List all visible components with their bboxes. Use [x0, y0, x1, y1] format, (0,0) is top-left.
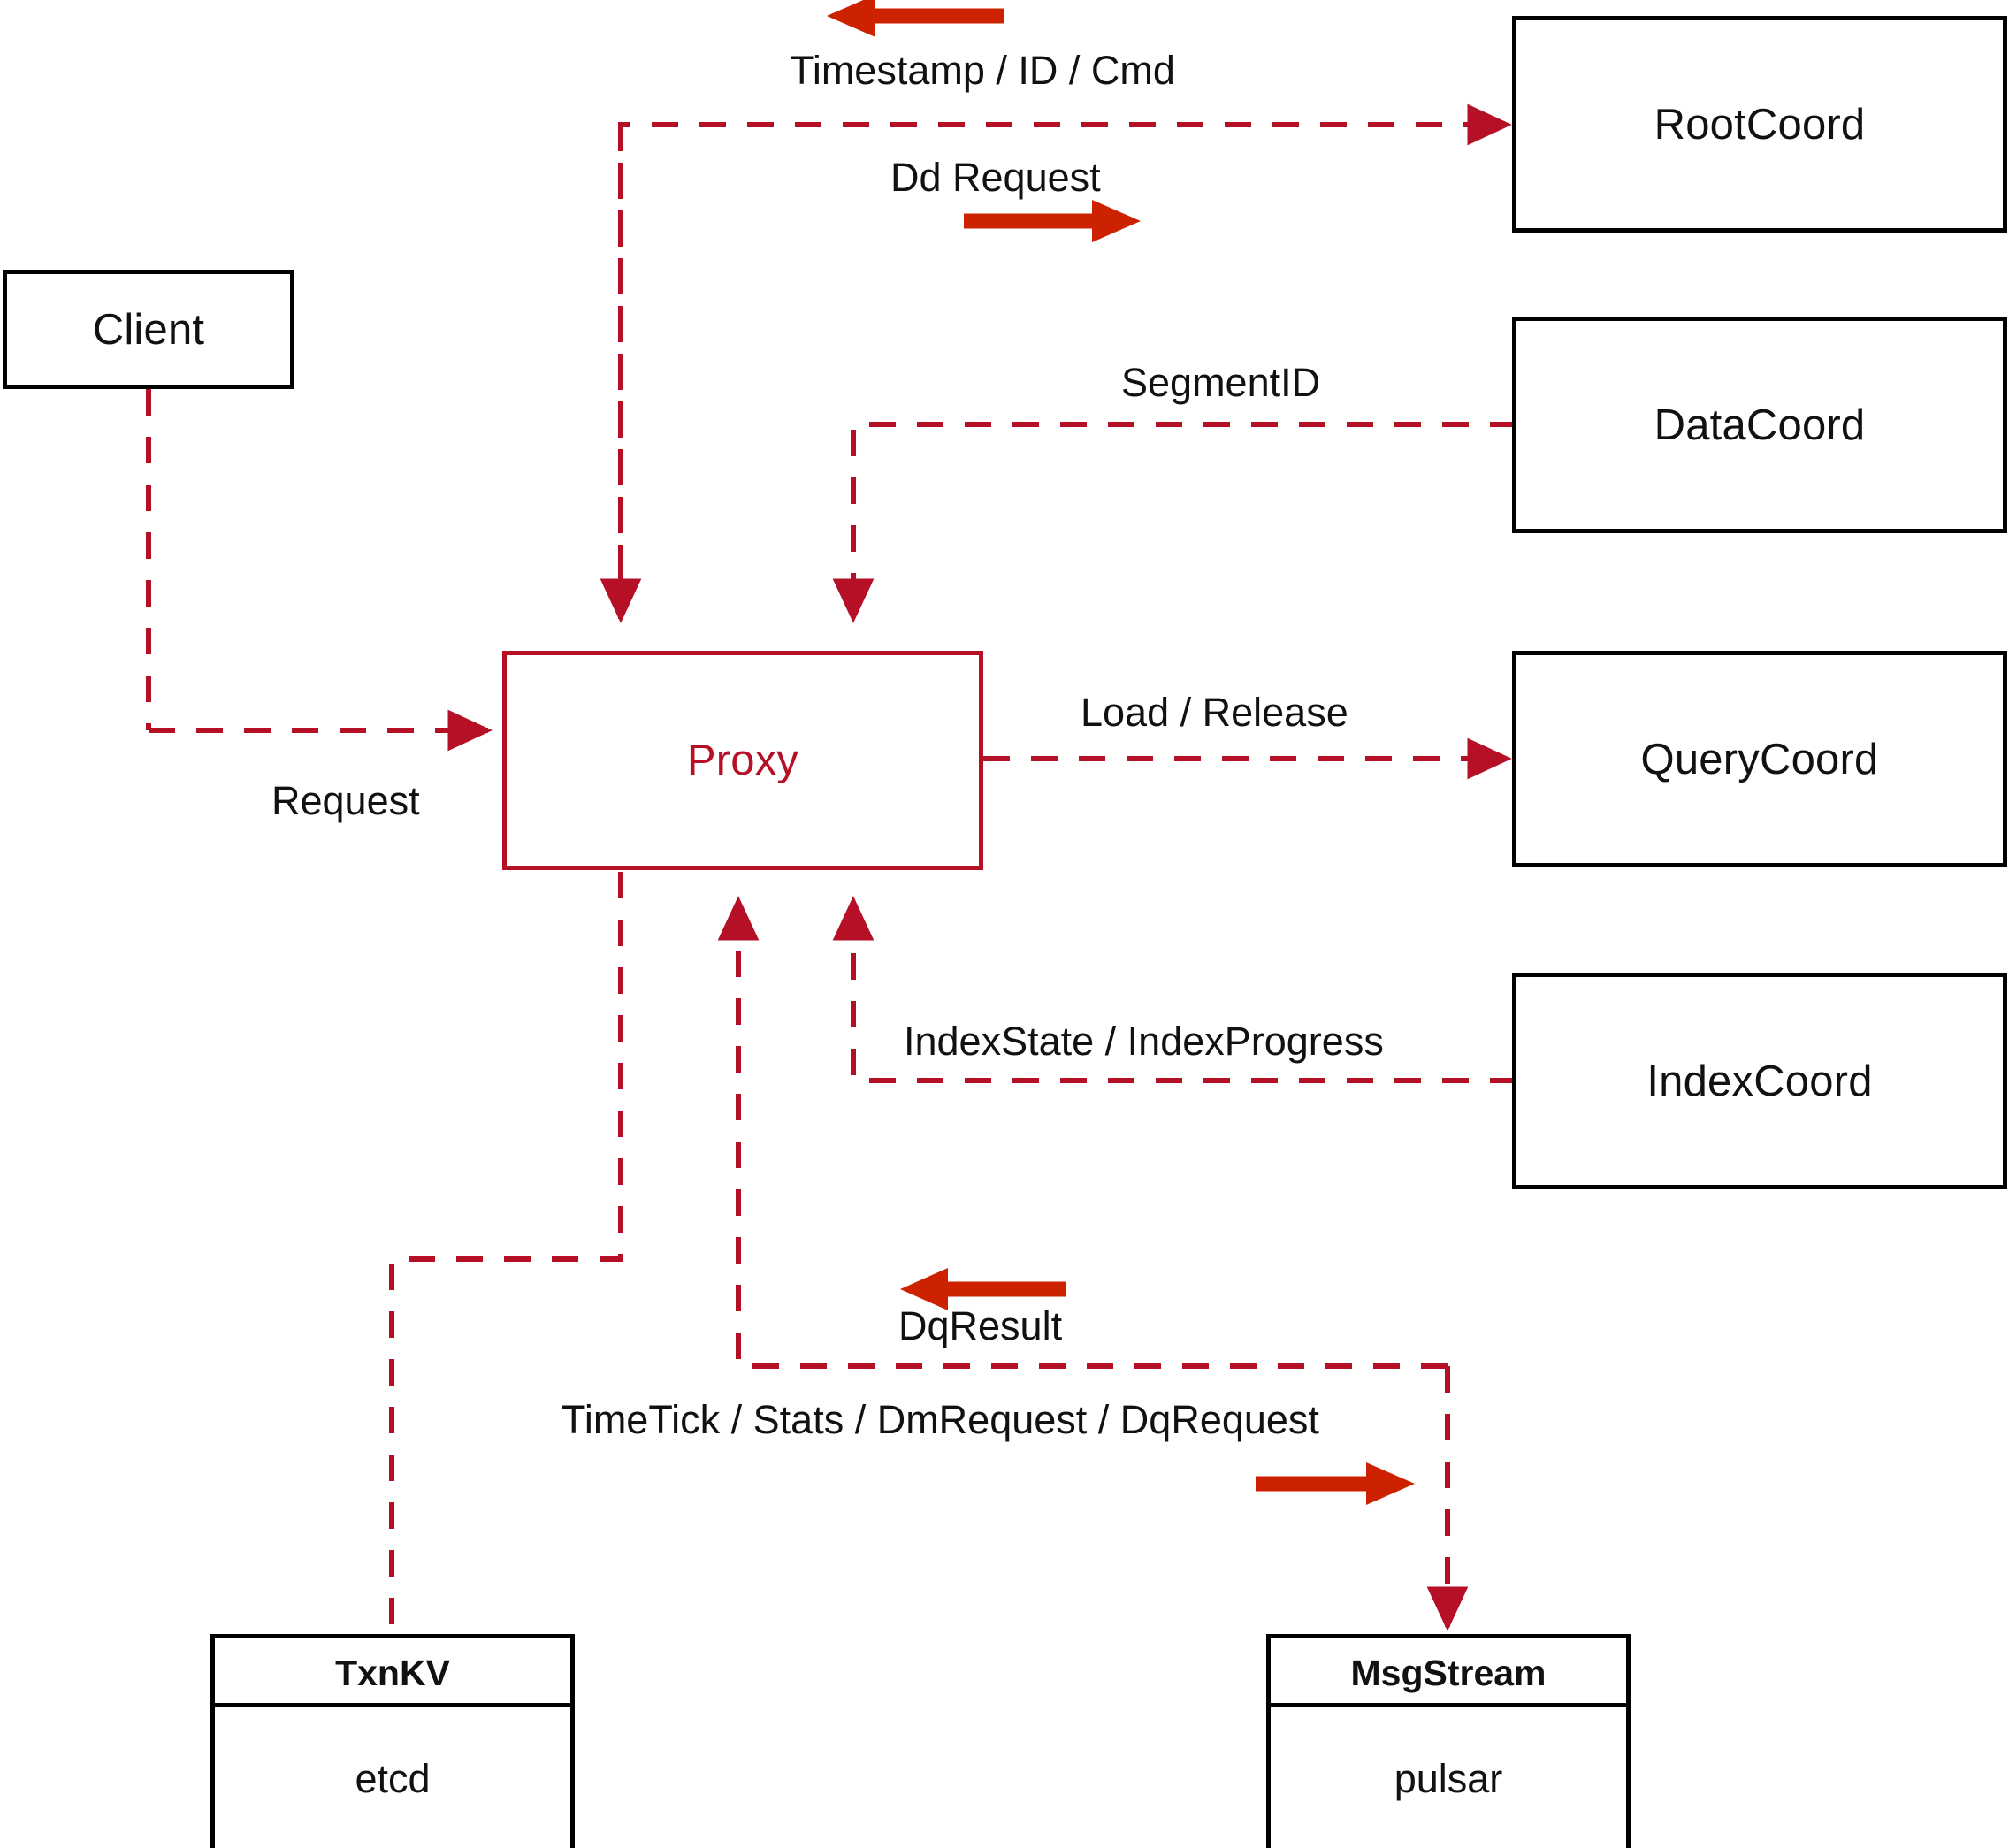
bold-arrow-timestamp	[827, 0, 1004, 37]
wire-msgstream-to-proxy	[717, 896, 1448, 1369]
node-proxy-label: Proxy	[686, 737, 799, 784]
node-client-label: Client	[92, 305, 205, 354]
edge-label-request: Request	[271, 778, 420, 823]
node-msgstream-impl: pulsar	[1394, 1756, 1503, 1801]
node-querycoord[interactable]: QueryCoord	[1512, 651, 2007, 867]
edge-label-load-release: Load / Release	[1081, 690, 1348, 735]
node-querycoord-label: QueryCoord	[1640, 735, 1879, 783]
node-txnkv-header: TxnKV	[215, 1638, 570, 1707]
edge-label-timetick-stats: TimeTick / Stats / DmRequest / DqRequest	[561, 1397, 1319, 1442]
node-msgstream[interactable]: MsgStream pulsar	[1266, 1634, 1631, 1848]
edge-label-dq-result: DqResult	[898, 1303, 1063, 1348]
node-client[interactable]: Client	[3, 270, 294, 389]
wire-proxy-txnkv	[389, 872, 623, 1634]
node-datacoord[interactable]: DataCoord	[1512, 317, 2007, 533]
edge-label-dd-request: Dd Request	[890, 155, 1101, 200]
node-indexcoord-label: IndexCoord	[1646, 1057, 1873, 1105]
edge-label-segment-id: SegmentID	[1121, 360, 1321, 405]
bold-arrow-timetick	[1256, 1462, 1415, 1505]
wire-datacoord-to-proxy	[832, 422, 1516, 623]
node-rootcoord[interactable]: RootCoord	[1512, 16, 2007, 233]
edge-label-index-state-progress: IndexState / IndexProgress	[904, 1019, 1384, 1064]
bold-arrow-dd-request	[964, 200, 1141, 242]
edge-label-timestamp-id-cmd: Timestamp / ID / Cmd	[790, 48, 1175, 93]
node-txnkv-impl: etcd	[355, 1756, 431, 1801]
node-proxy[interactable]: Proxy	[502, 651, 983, 870]
node-msgstream-header: MsgStream	[1271, 1638, 1626, 1707]
node-datacoord-label: DataCoord	[1654, 401, 1866, 449]
node-rootcoord-label: RootCoord	[1654, 100, 1866, 149]
node-indexcoord[interactable]: IndexCoord	[1512, 973, 2007, 1189]
node-txnkv[interactable]: TxnKV etcd	[210, 1634, 575, 1848]
wire-client-to-proxy	[146, 389, 493, 752]
